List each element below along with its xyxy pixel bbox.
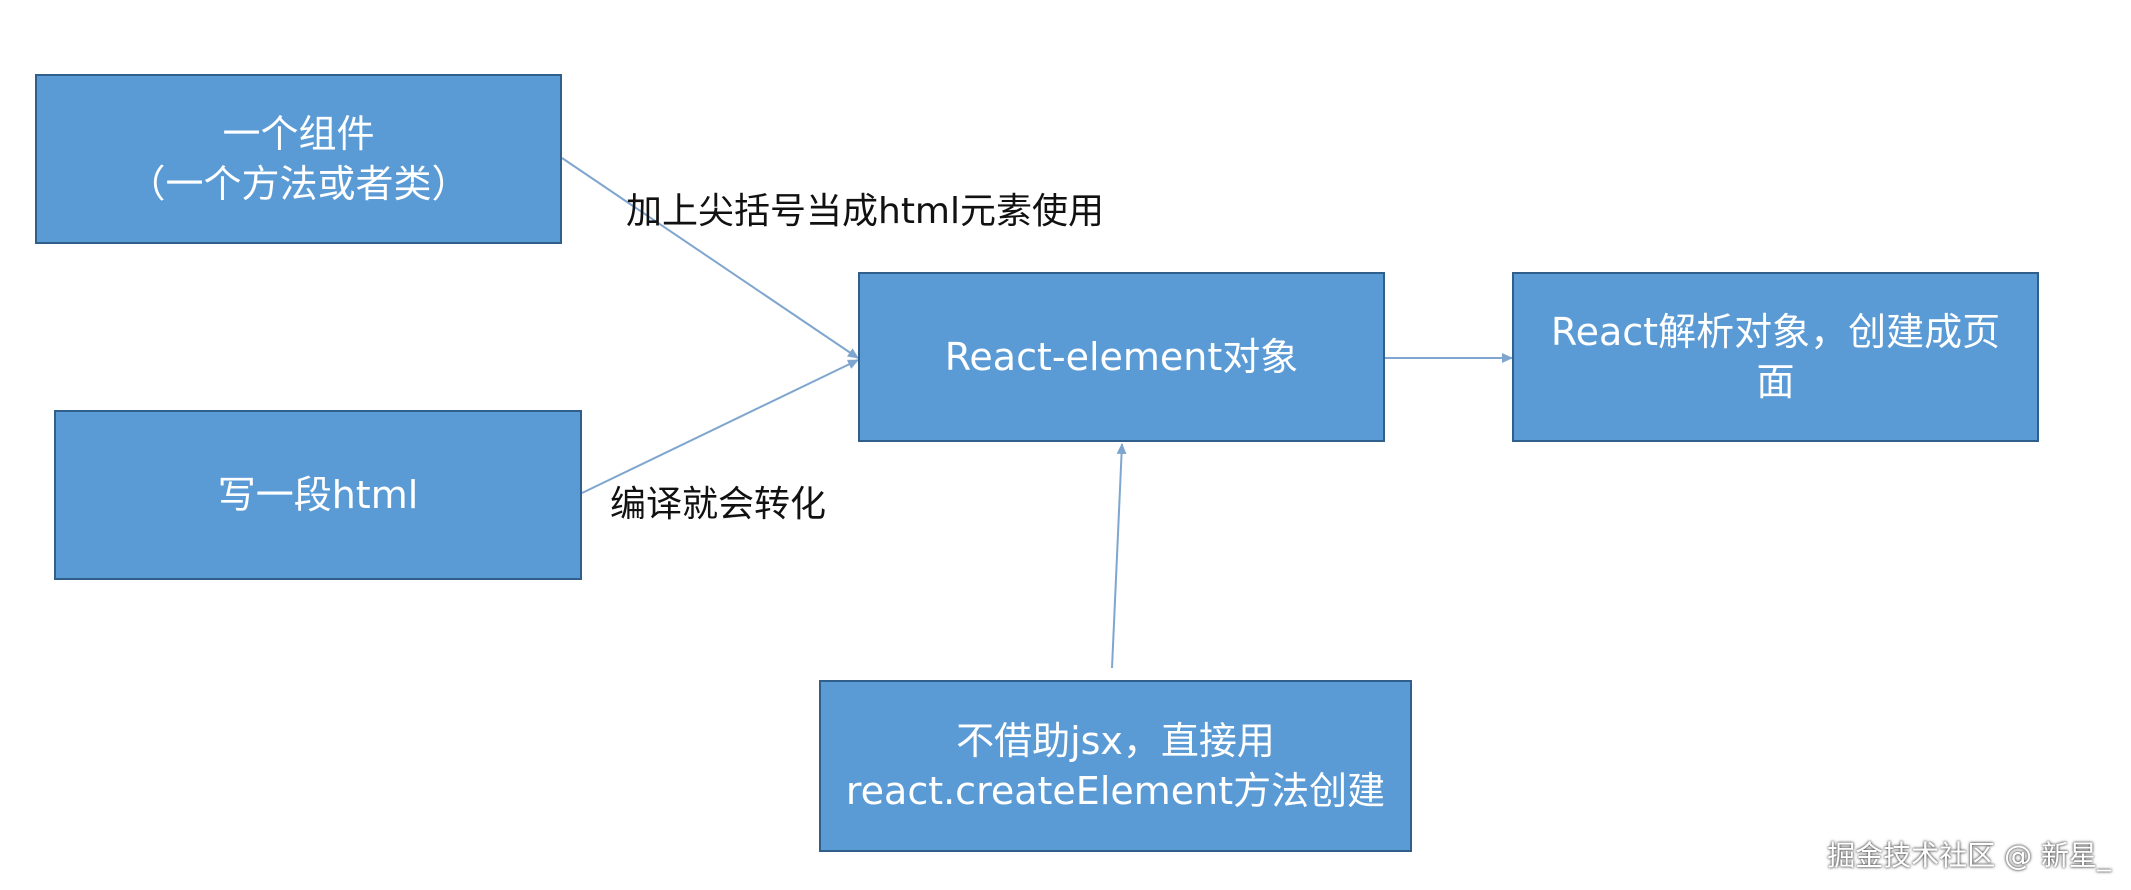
arrow-create-element-to-react-element <box>1111 443 1127 669</box>
node-html-snippet: 写一段html <box>54 410 582 580</box>
watermark: 掘金技术社区 @ 新星_ <box>1827 839 2111 872</box>
node-create-element-line2: react.createElement方法创建 <box>845 769 1386 813</box>
node-react-parse-line1: React解析对象，创建成页 <box>1550 309 2001 354</box>
node-create-element: 不借助jsx，直接用 react.createElement方法创建 <box>819 680 1412 852</box>
node-react-parse: React解析对象，创建成页 面 <box>1512 272 2039 442</box>
arrow-html-to-react-element <box>581 359 859 494</box>
node-component-line1: 一个组件 <box>222 111 375 156</box>
node-react-element-line1: React-element对象 <box>944 334 1299 379</box>
edge-label-compile: 编译就会转化 <box>610 484 827 525</box>
node-react-element: React-element对象 <box>858 272 1385 442</box>
node-react-parse-line2: 面 <box>1756 360 1795 404</box>
node-component-line2: （一个方法或者类） <box>127 162 470 206</box>
arrow-component-to-react-element <box>561 157 859 359</box>
node-create-element-line1: 不借助jsx，直接用 <box>956 718 1275 763</box>
node-html-snippet-line1: 写一段html <box>217 472 419 517</box>
node-component: 一个组件 （一个方法或者类） <box>35 74 562 244</box>
edge-label-angle-brackets: 加上尖括号当成html元素使用 <box>626 191 1105 232</box>
